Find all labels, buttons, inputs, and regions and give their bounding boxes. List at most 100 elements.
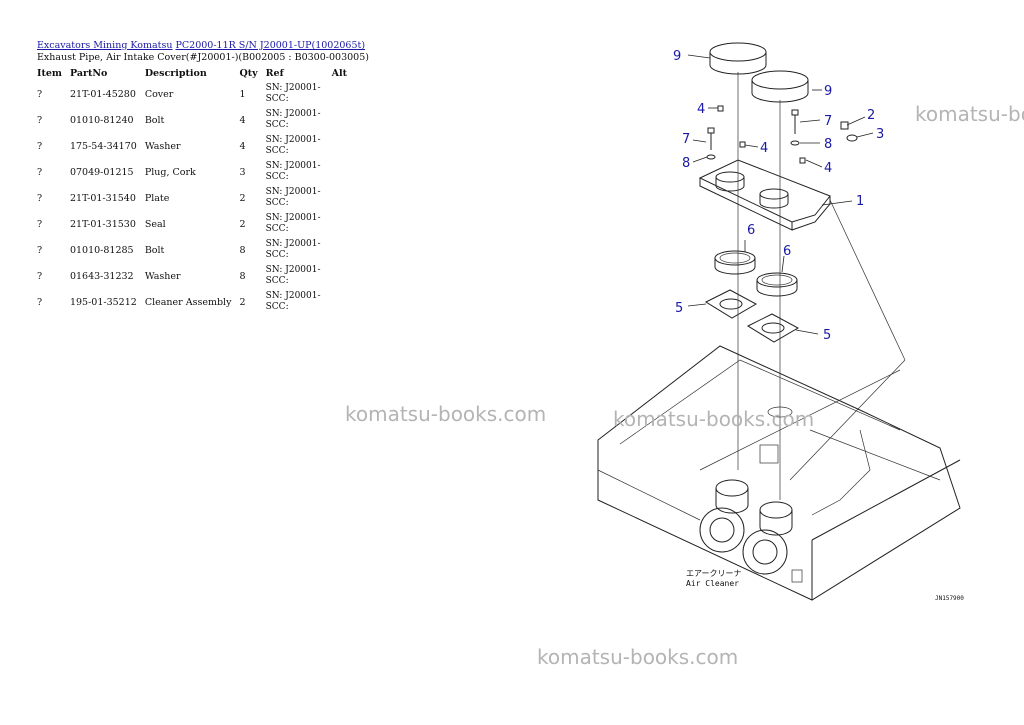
watermark: komatsu-books.com: [345, 402, 547, 426]
cell-partno: 01643-31232: [69, 270, 134, 282]
table-row: ? 01010-81240 Bolt 4 SN: J20001-SCC:: [33, 107, 351, 133]
breadcrumb: Excavators Mining Komatsu PC2000-11R S/N…: [37, 40, 365, 51]
cover-plate-illustration: [698, 159, 831, 231]
breadcrumb-link-model[interactable]: PC2000-11R S/N J20001-UP(1002065t): [175, 40, 366, 51]
cell-item: ?: [37, 166, 43, 178]
cell-qty: 2: [239, 192, 246, 204]
cell-partno: 21T-01-31530: [69, 218, 136, 230]
cell-item: ?: [37, 192, 43, 204]
seal-illustration: [714, 250, 798, 297]
callout-label: 4: [697, 102, 705, 117]
callout-label: 6: [783, 244, 791, 259]
cell-description: Seal: [144, 218, 166, 230]
drawing-code: JN157900: [935, 595, 964, 602]
callout-label: 6: [747, 223, 755, 238]
cell-item: ?: [37, 296, 43, 308]
header-ref: Ref: [265, 68, 284, 79]
callout-label: 1: [856, 194, 864, 209]
table-row: ? 195-01-35212 Cleaner Assembly 2 SN: J2…: [33, 289, 351, 315]
cell-ref: SN: J20001-SCC:: [265, 213, 321, 234]
cell-item: ?: [37, 88, 43, 100]
callout-leaders: [687, 54, 874, 335]
header-description: Description: [144, 68, 207, 79]
cell-ref: SN: J20001-SCC:: [265, 239, 321, 260]
cell-qty: 2: [239, 218, 246, 230]
callout-label: 4: [760, 141, 768, 156]
cell-alt: [328, 263, 351, 289]
cell-partno: 175-54-34170: [69, 140, 137, 152]
cell-qty: 8: [239, 270, 246, 282]
callout-label: 4: [824, 161, 832, 176]
cell-partno: 01010-81240: [69, 114, 134, 126]
cell-qty: 4: [239, 114, 246, 126]
table-row: ? 21T-01-31530 Seal 2 SN: J20001-SCC:: [33, 211, 351, 237]
table-row: ? 21T-01-45280 Cover 1 SN: J20001-SCC:: [33, 81, 351, 107]
watermark: komatsu-books.com: [537, 645, 739, 669]
parts-table: Item PartNo Description Qty Ref Alt ? 21…: [33, 66, 351, 315]
cell-qty: 2: [239, 296, 246, 308]
cell-item: ?: [37, 270, 43, 282]
cell-description: Washer: [144, 140, 181, 152]
cell-alt: [328, 211, 351, 237]
table-row: ? 175-54-34170 Washer 4 SN: J20001-SCC:: [33, 133, 351, 159]
cell-ref: SN: J20001-SCC:: [265, 161, 321, 182]
table-row: ? 01010-81285 Bolt 8 SN: J20001-SCC:: [33, 237, 351, 263]
cell-description: Cover: [144, 88, 174, 100]
cell-qty: 3: [239, 166, 246, 178]
breadcrumb-link-category[interactable]: Excavators Mining Komatsu: [37, 40, 173, 51]
parts-diagram: 9 9 4 4 4 7 7 8 8 2 3 1 6 6 5 5 エアークリーナ …: [597, 42, 964, 602]
header-item: Item: [37, 68, 62, 79]
cell-partno: 01010-81285: [69, 244, 134, 256]
cell-partno: 21T-01-45280: [69, 88, 136, 100]
cell-description: Bolt: [144, 244, 165, 256]
table-header-row: Item PartNo Description Qty Ref Alt: [33, 66, 351, 81]
cell-ref: SN: J20001-SCC:: [265, 265, 321, 286]
header-alt: Alt: [331, 68, 347, 79]
cell-item: ?: [37, 218, 43, 230]
cell-alt: [328, 107, 351, 133]
cell-description: Plug, Cork: [144, 166, 196, 178]
cell-alt: [328, 133, 351, 159]
guide-lines: [737, 72, 906, 500]
cell-description: Cleaner Assembly: [144, 296, 232, 308]
cell-partno: 21T-01-31540: [69, 192, 136, 204]
machine-housing-illustration: [597, 345, 961, 601]
callout-label: 3: [876, 127, 884, 142]
page-title: Exhaust Pipe, Air Intake Cover(#J20001-)…: [37, 52, 369, 63]
bolt-washer-illustration: [706, 105, 858, 164]
cell-partno: 195-01-35212: [69, 296, 137, 308]
air-cleaner-jp-label: エアークリーナ: [686, 569, 742, 578]
cell-description: Washer: [144, 270, 181, 282]
callout-label: 7: [824, 114, 832, 129]
callout-label: 5: [823, 328, 831, 343]
air-cleaner-label: Air Cleaner: [686, 579, 739, 588]
watermark: komatsu-books.com: [613, 407, 815, 431]
cell-alt: [328, 237, 351, 263]
table-row: ? 01643-31232 Washer 8 SN: J20001-SCC:: [33, 263, 351, 289]
cell-ref: SN: J20001-SCC:: [265, 109, 321, 130]
cell-item: ?: [37, 114, 43, 126]
table-row: ? 21T-01-31540 Plate 2 SN: J20001-SCC:: [33, 185, 351, 211]
cell-item: ?: [37, 140, 43, 152]
callout-label: 8: [682, 156, 690, 171]
cell-qty: 8: [239, 244, 246, 256]
callout-label: 2: [867, 108, 875, 123]
cell-description: Bolt: [144, 114, 165, 126]
table-row: ? 07049-01215 Plug, Cork 3 SN: J20001-SC…: [33, 159, 351, 185]
callout-label: 7: [682, 132, 690, 147]
callout-label: 9: [824, 84, 832, 99]
cell-ref: SN: J20001-SCC:: [265, 135, 321, 156]
cell-ref: SN: J20001-SCC:: [265, 291, 321, 312]
cell-ref: SN: J20001-SCC:: [265, 187, 321, 208]
cell-item: ?: [37, 244, 43, 256]
callout-label: 9: [673, 49, 681, 64]
cell-alt: [328, 159, 351, 185]
cell-qty: 1: [239, 88, 246, 100]
cover-cap-illustration: [709, 42, 809, 103]
cell-qty: 4: [239, 140, 246, 152]
cell-description: Plate: [144, 192, 170, 204]
watermark: komatsu-books.com: [915, 102, 1024, 126]
header-partno: PartNo: [69, 68, 108, 79]
callout-label: 5: [675, 301, 683, 316]
cell-ref: SN: J20001-SCC:: [265, 83, 321, 104]
